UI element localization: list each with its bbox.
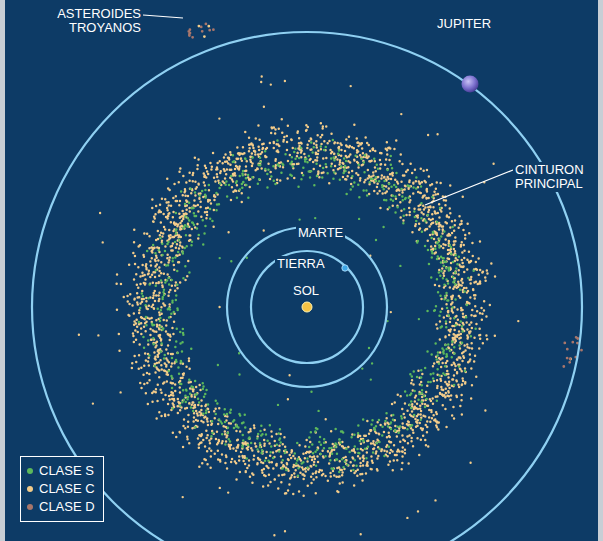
legend-text: CLASE C — [39, 480, 95, 498]
legend-swatch — [27, 486, 33, 492]
earth — [342, 265, 348, 271]
leader-line — [143, 15, 183, 18]
legend-text: CLASE D — [39, 498, 95, 516]
map-label: JUPITER — [435, 16, 493, 32]
jupiter — [462, 76, 479, 93]
jupiter-orbit — [32, 32, 582, 541]
earth-orbit — [251, 251, 363, 363]
legend-swatch — [27, 504, 33, 510]
map-label: MARTE — [296, 225, 345, 241]
asteroid-dots — [187, 23, 582, 368]
legend-entry: CLASE S — [27, 462, 95, 480]
space-ground: ASTEROIDES TROYANOS JUPITER CINTURON PRINC… — [5, 0, 598, 541]
legend-entry: CLASE D — [27, 498, 95, 516]
mars-orbit — [227, 227, 387, 387]
map-label: SOL — [291, 283, 321, 299]
legend-box: CLASE SCLASE CCLASE D — [20, 456, 104, 522]
asteroid-dots — [138, 139, 477, 477]
asteroid-dots — [78, 25, 572, 537]
leader-line — [425, 170, 521, 205]
legend-entry: CLASE C — [27, 480, 95, 498]
legend-text: CLASE S — [39, 462, 94, 480]
map-label: CINTURON PRINCIPAL — [513, 162, 595, 192]
map-label: ASTEROIDES TROYANOS — [29, 6, 143, 36]
map-label: TIERRA — [275, 256, 327, 272]
sun — [302, 302, 312, 312]
legend-swatch — [27, 468, 33, 474]
